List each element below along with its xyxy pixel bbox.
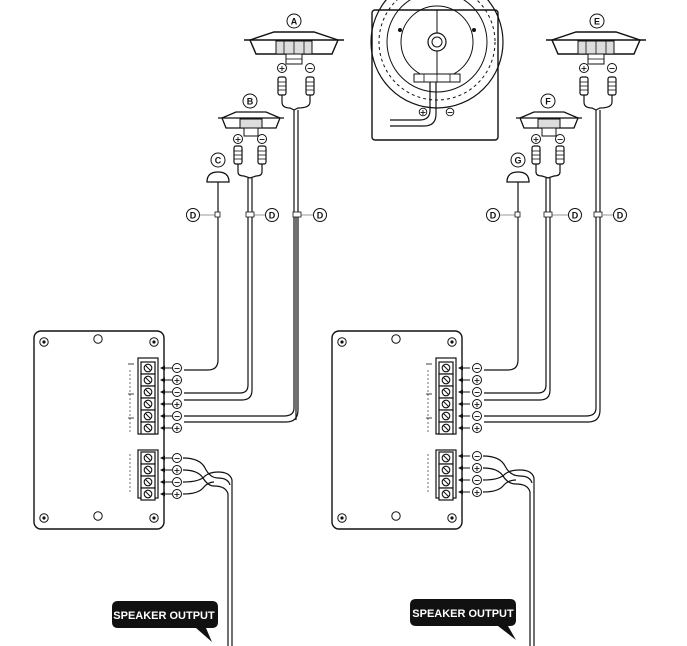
svg-text:D: D [190, 211, 197, 221]
svg-text:SPEAKER OUTPUT: SPEAKER OUTPUT [113, 610, 215, 622]
input-wires-right [482, 455, 535, 646]
speaker-b-terminals: + − [233, 134, 267, 214]
speaker-b [217, 111, 285, 137]
svg-text:−: − [474, 364, 481, 373]
speaker-f [515, 111, 583, 137]
svg-text:E: E [594, 17, 600, 27]
svg-text:−: − [307, 64, 314, 73]
svg-text:−: − [174, 364, 181, 373]
svg-text:−: − [609, 64, 616, 73]
svg-text:+: + [474, 424, 481, 433]
detail-inset: + − [370, 0, 504, 141]
svg-text:−: − [174, 388, 181, 397]
svg-text:+: + [581, 64, 588, 73]
svg-text:+: + [533, 135, 540, 144]
svg-text:D: D [572, 211, 579, 221]
label-b: B [242, 93, 258, 109]
speaker-f-terminals: + − [531, 134, 565, 214]
label-f: F [540, 93, 556, 109]
svg-text:D: D [317, 211, 324, 221]
speaker-e-terminals: + − [579, 63, 617, 214]
svg-text:−: − [474, 412, 481, 421]
svg-text:−: − [174, 412, 181, 421]
output-polarity-right: − + − + − + [457, 363, 482, 433]
svg-text:+: + [235, 135, 242, 144]
svg-text:G: G [514, 156, 521, 166]
svg-text:+: + [474, 488, 481, 497]
svg-text:SPEAKER OUTPUT: SPEAKER OUTPUT [412, 608, 514, 620]
svg-text:A: A [291, 17, 298, 27]
svg-text:+: + [474, 464, 481, 473]
svg-text:+: + [174, 466, 181, 475]
svg-text:+: + [174, 400, 181, 409]
crossover-board-right [331, 330, 463, 530]
input-polarity-left: − + − + [159, 453, 182, 499]
speaker-output-callout-left: SPEAKER OUTPUT [112, 601, 218, 642]
right-system: E + − F + − [331, 13, 647, 646]
speaker-a-terminals: + − [277, 63, 315, 420]
left-system: A + − B + − [33, 13, 345, 646]
input-polarity-right: − + − + [457, 451, 482, 497]
svg-text:F: F [545, 97, 551, 107]
speaker-output-callout-right: SPEAKER OUTPUT [410, 599, 516, 640]
svg-text:+: + [474, 400, 481, 409]
output-polarity-left: − + − + − + [159, 363, 182, 433]
label-a: A [286, 13, 302, 29]
svg-text:−: − [474, 388, 481, 397]
svg-text:−: − [447, 108, 454, 117]
svg-text:+: + [174, 376, 181, 385]
svg-text:−: − [557, 135, 564, 144]
svg-text:+: + [174, 424, 181, 433]
cable-d-left: D D D [186, 208, 327, 222]
svg-text:+: + [420, 108, 427, 117]
svg-text:+: + [474, 376, 481, 385]
component-g: G [506, 152, 530, 214]
svg-text:−: − [174, 478, 181, 487]
label-e: E [589, 13, 605, 29]
svg-text:B: B [247, 97, 254, 107]
wires-right [484, 217, 601, 423]
svg-text:−: − [259, 135, 266, 144]
svg-text:+: + [279, 64, 286, 73]
svg-text:+: + [174, 490, 181, 499]
cable-d-right: D D D [486, 208, 627, 222]
svg-text:D: D [490, 211, 497, 221]
svg-text:−: − [474, 476, 481, 485]
svg-text:C: C [215, 156, 222, 166]
svg-text:−: − [174, 454, 181, 463]
svg-text:−: − [474, 452, 481, 461]
speaker-e [545, 31, 647, 65]
component-c: C [206, 152, 230, 214]
svg-text:D: D [269, 211, 276, 221]
crossover-board-left [33, 330, 165, 530]
speaker-a [243, 31, 345, 65]
svg-text:D: D [617, 211, 624, 221]
input-wires-left [182, 457, 233, 646]
wires-left [184, 217, 299, 423]
